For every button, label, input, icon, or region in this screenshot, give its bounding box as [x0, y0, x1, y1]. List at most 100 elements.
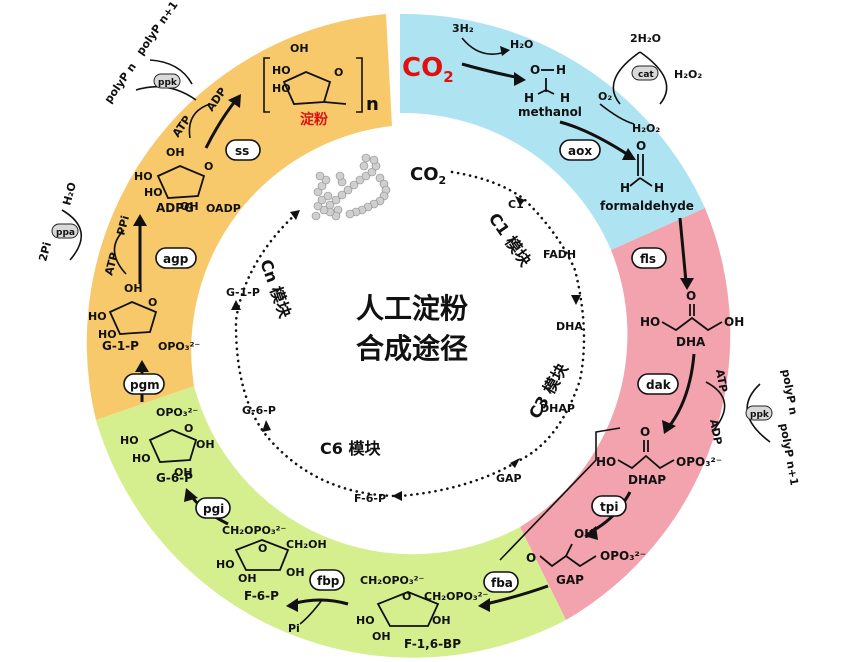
blue-sector: [400, 13, 705, 251]
g6p-o: O: [184, 422, 193, 435]
g1p-structure: OH HO HO O OPO₃²⁻: [88, 282, 200, 353]
inner-arrowhead-dha: [571, 295, 581, 305]
f16bp-oh2: OH: [432, 614, 451, 627]
formaldehyde-label: formaldehyde: [600, 199, 694, 213]
f6p-arrowhead: [286, 598, 298, 612]
fls-label: fls: [640, 252, 656, 266]
f6p-oh1: OH: [238, 572, 257, 585]
f16bp-arrowhead: [478, 598, 490, 612]
fbp-pi-curl: [299, 599, 323, 625]
starch-branch-icon: [311, 153, 391, 221]
aox-o2: O₂: [598, 90, 612, 103]
aox-enzyme: [559, 139, 601, 161]
starch-ho1: HO: [272, 64, 291, 77]
orange-polyp-n1: polyP n+1: [134, 0, 181, 58]
inner-g6p-label: G-6-P: [242, 404, 276, 417]
dha-label: DHA: [676, 335, 706, 349]
formaldehyde-to-dha-arrow: [678, 217, 688, 283]
blue-co2-text: CO: [402, 53, 443, 83]
orange-ppk-loop: [135, 85, 197, 101]
g1p-label: G-1-P: [102, 339, 139, 353]
f16bp-ho: HO: [356, 614, 375, 627]
formaldehyde-h2: H: [654, 181, 664, 195]
fbp-label: fbp: [317, 574, 340, 588]
inner-co2-sub: 2: [439, 174, 447, 187]
starch-oh: OH: [290, 42, 309, 55]
gap-to-f16bp-arrow: [485, 584, 549, 606]
dha-o: O: [686, 289, 696, 303]
blue-co2-sub: 2: [443, 68, 453, 86]
dak-side-curl: [705, 381, 726, 433]
adpg-oadp: OADP: [206, 202, 241, 215]
agp-ppi: PPi: [114, 214, 132, 237]
dha-oh: OH: [724, 315, 744, 329]
cat-label: cat: [638, 70, 654, 80]
aox-h2o2: H₂O₂: [632, 122, 660, 135]
orange-sector: [86, 14, 392, 420]
gap-arrowhead: [584, 526, 598, 540]
adpg-oh2: OH: [180, 200, 199, 213]
gap-oh: OH: [574, 527, 594, 541]
g1p-o: O: [148, 296, 157, 309]
starch-n: n: [366, 94, 379, 115]
dhap-label: DHAP: [628, 473, 666, 487]
orange-ppk-loop-2: [149, 59, 193, 85]
inner-gap-label: GAP: [496, 472, 522, 485]
cat-loop: [639, 51, 668, 105]
methanol-h3: H: [560, 91, 570, 105]
g1p-ho1: HO: [88, 310, 107, 323]
adpg-ho1: HO: [134, 170, 153, 183]
dhap-ho: HO: [596, 455, 616, 469]
pgi-label: pgi: [203, 502, 224, 516]
f6p-o: O: [258, 542, 267, 555]
red-polyp-n1: polyP n+1: [777, 422, 801, 486]
fba-enzyme: [483, 571, 519, 593]
cat-h2o2: H₂O₂: [674, 68, 702, 81]
inner-white-disc: [222, 152, 598, 528]
f6p-structure: CH₂OPO₃²⁻ CH₂OH OH OH HO O: [216, 524, 327, 585]
adpg-ho2: HO: [144, 186, 163, 199]
pgm-enzyme: [123, 373, 165, 395]
ppa-label: ppa: [56, 228, 75, 238]
methanol-label: methanol: [518, 105, 582, 119]
f6p-oh2: OH: [286, 566, 305, 579]
tpi-label: tpi: [600, 500, 618, 514]
starch-label: 淀粉: [300, 111, 328, 128]
g6p-arrowhead: [184, 488, 198, 502]
inner-co2-text: CO: [410, 164, 439, 185]
cat-h2o: 2H₂O: [630, 32, 661, 45]
aox-side-curl: [599, 103, 635, 125]
agp-side-curl: [113, 229, 127, 275]
dak-adp: ADP: [707, 418, 724, 446]
ppa-loop: [61, 209, 83, 261]
dha-structure: O HO OH: [640, 289, 744, 332]
inner-fadh-label: FADH: [543, 248, 576, 261]
blue-co2: CO2: [402, 53, 454, 86]
inner-c6-module: C6 模块: [320, 439, 381, 458]
g6p-label: G-6-P: [156, 471, 193, 485]
red-polyp-n: polyP n: [779, 368, 800, 416]
starch-bracket-right: [356, 57, 363, 113]
ss-label: ss: [235, 144, 249, 158]
starch-bracket-left: [263, 57, 270, 113]
f16bp-ch2a: CH₂OPO₃²⁻: [360, 574, 424, 587]
g1p-ho2: HO: [98, 328, 117, 341]
formaldehyde-structure: O H H: [620, 139, 664, 195]
adpg-label: ADPG: [156, 201, 194, 215]
inner-arrowhead-g1p: [231, 300, 241, 310]
orange-polyp-n: polyP n: [102, 60, 139, 105]
inner-co2-label: CO2: [410, 164, 446, 187]
blue-h2o-out: H₂O: [510, 38, 533, 51]
inner-arrowhead-gap: [510, 458, 520, 468]
formaldehyde-arrowhead: [622, 148, 636, 160]
orange-ppk-label: ppk: [158, 78, 178, 88]
f16bp-label: F-1,6-BP: [404, 637, 461, 651]
blue-h2-in: 3H₂: [452, 22, 474, 35]
dhap-arrowhead: [662, 420, 676, 434]
f6p-ho: HO: [216, 558, 235, 571]
orange-ppk-enzyme: [153, 73, 181, 89]
fls-enzyme: [631, 247, 667, 269]
f6p-ch2b: CH₂OH: [286, 538, 327, 551]
dha-ho: HO: [640, 315, 660, 329]
